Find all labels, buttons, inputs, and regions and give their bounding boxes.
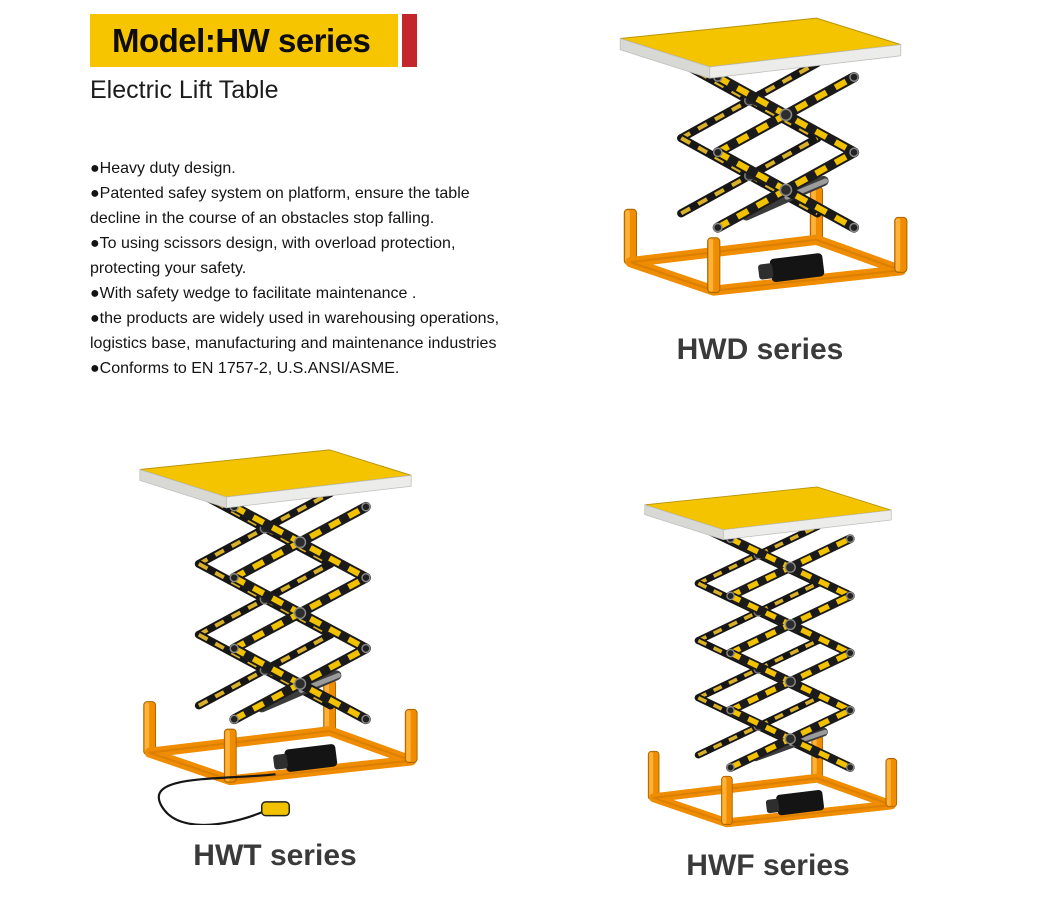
hwf-series-label: HWF series [686, 849, 850, 883]
hwf-lift-image [618, 478, 918, 837]
feature-item: ●To using scissors design, with overload… [90, 235, 456, 277]
feature-list: ●Heavy duty design. ●Patented safey syst… [90, 156, 522, 381]
feature-item: ●the products are widely used in warehou… [90, 310, 500, 352]
hwt-series-label: HWT series [193, 839, 357, 873]
product-hwf: HWF series [618, 478, 918, 883]
hwd-lift-image [605, 8, 915, 307]
hwd-series-label: HWD series [676, 332, 844, 366]
feature-item: ●Conforms to EN 1757-2, U.S.ANSI/ASME. [90, 360, 400, 377]
product-hwd: HWD series [605, 8, 915, 367]
feature-item: ●With safety wedge to facilitate mainten… [90, 285, 417, 302]
feature-item: ●Heavy duty design. [90, 160, 236, 177]
page-subtitle: Electric Lift Table [90, 76, 279, 104]
hwt-lift-image [120, 440, 430, 826]
model-banner: Model:HW series [90, 14, 398, 67]
feature-item: ●Patented safey system on platform, ensu… [90, 185, 470, 227]
red-accent-bar [402, 14, 417, 67]
product-hwt: HWT series [120, 440, 430, 873]
model-title: Model:HW series [112, 21, 371, 59]
